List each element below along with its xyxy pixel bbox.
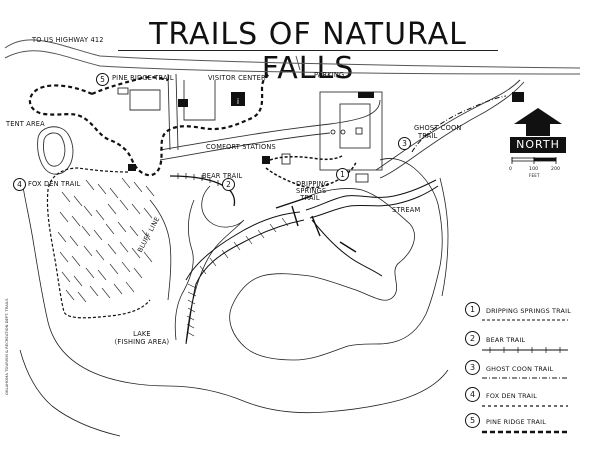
scale-tick-0: 0 [509,167,513,172]
ghost-coon-trail-path [411,95,507,153]
dripping-springs-label-3: TRAIL [300,194,320,202]
forest-hatching [57,177,155,303]
buildings [117,87,524,171]
north-arrow [514,108,562,136]
bear-trail-label: BEAR TRAIL [202,172,243,180]
trail-marker-1: 1 [336,168,349,181]
dripping-springs-trail-path [265,155,357,189]
legend-number-1: 1 [465,302,480,317]
legend-number-3: 3 [465,360,480,375]
tent-area-road [37,126,74,175]
trail-marker-3: 3 [398,137,411,150]
lake-label-1: LAKE [133,330,151,338]
fox-den-trail-path [46,167,151,319]
park-road [129,73,525,179]
pine-ridge-trail-path [28,73,271,177]
legend-label-bear: BEAR TRAIL [486,336,526,344]
parking-label: PARKING [314,71,345,79]
dripping-springs-label-2: SPRINGS [296,187,327,195]
legend-label-dripping-springs: DRIPPING SPRINGS TRAIL [486,307,571,315]
scale-unit: FEET [529,173,540,178]
fox-den-trail-label: FOX DEN TRAIL [28,180,81,188]
dripping-springs-trail-solid [275,195,357,253]
comfort-stations-label: COMFORT STATIONS [206,143,276,151]
dripping-springs-label-1: DRIPPING [296,180,330,188]
legend-line-samples [482,319,568,434]
legend-number-4: 4 [465,387,480,402]
north-label: NORTH [510,137,566,153]
stream-label: STREAM [392,206,421,214]
small-structures [281,127,369,183]
legend-label-ghost-coon: GHOST COON TRAIL [486,365,554,373]
ghost-coon-trail-label-2: TRAIL [418,132,438,140]
scale-bar [511,157,557,164]
vertical-credit: OKLAHOMA TOURISM & RECREATION DEPT. TRAI… [4,298,9,395]
info-icon: i [237,97,239,106]
legend-number-2: 2 [465,331,480,346]
legend-label-pine-ridge: PINE RIDGE TRAIL [486,418,546,426]
lake-label-2: (FISHING AREA) [114,338,170,346]
trail-marker-5: 5 [96,73,109,86]
trail-marker-2: 2 [222,178,235,191]
map-title: TRAILS OF NATURAL FALLS [149,17,467,86]
trail-marker-4: 4 [13,178,26,191]
pine-ridge-trail-label: PINE RIDGE TRAIL [112,74,174,82]
lake-shore [185,211,305,345]
scale-tick-100: 100 [529,167,539,172]
title-underline [118,50,498,51]
scale-tick-200: 200 [551,167,561,172]
stream-line [305,179,439,277]
bridge-hatching [186,217,289,337]
visitor-center-label: VISITOR CENTER [208,74,266,82]
legend-number-5: 5 [465,413,480,428]
legend-label-fox-den: FOX DEN TRAIL [486,392,537,400]
highway-label: TO US HIGHWAY 412 [32,36,104,44]
tent-area-label: TENT AREA [6,120,45,128]
highway-road [4,39,581,75]
ghost-coon-trail-label-1: GHOST COON [414,124,462,132]
